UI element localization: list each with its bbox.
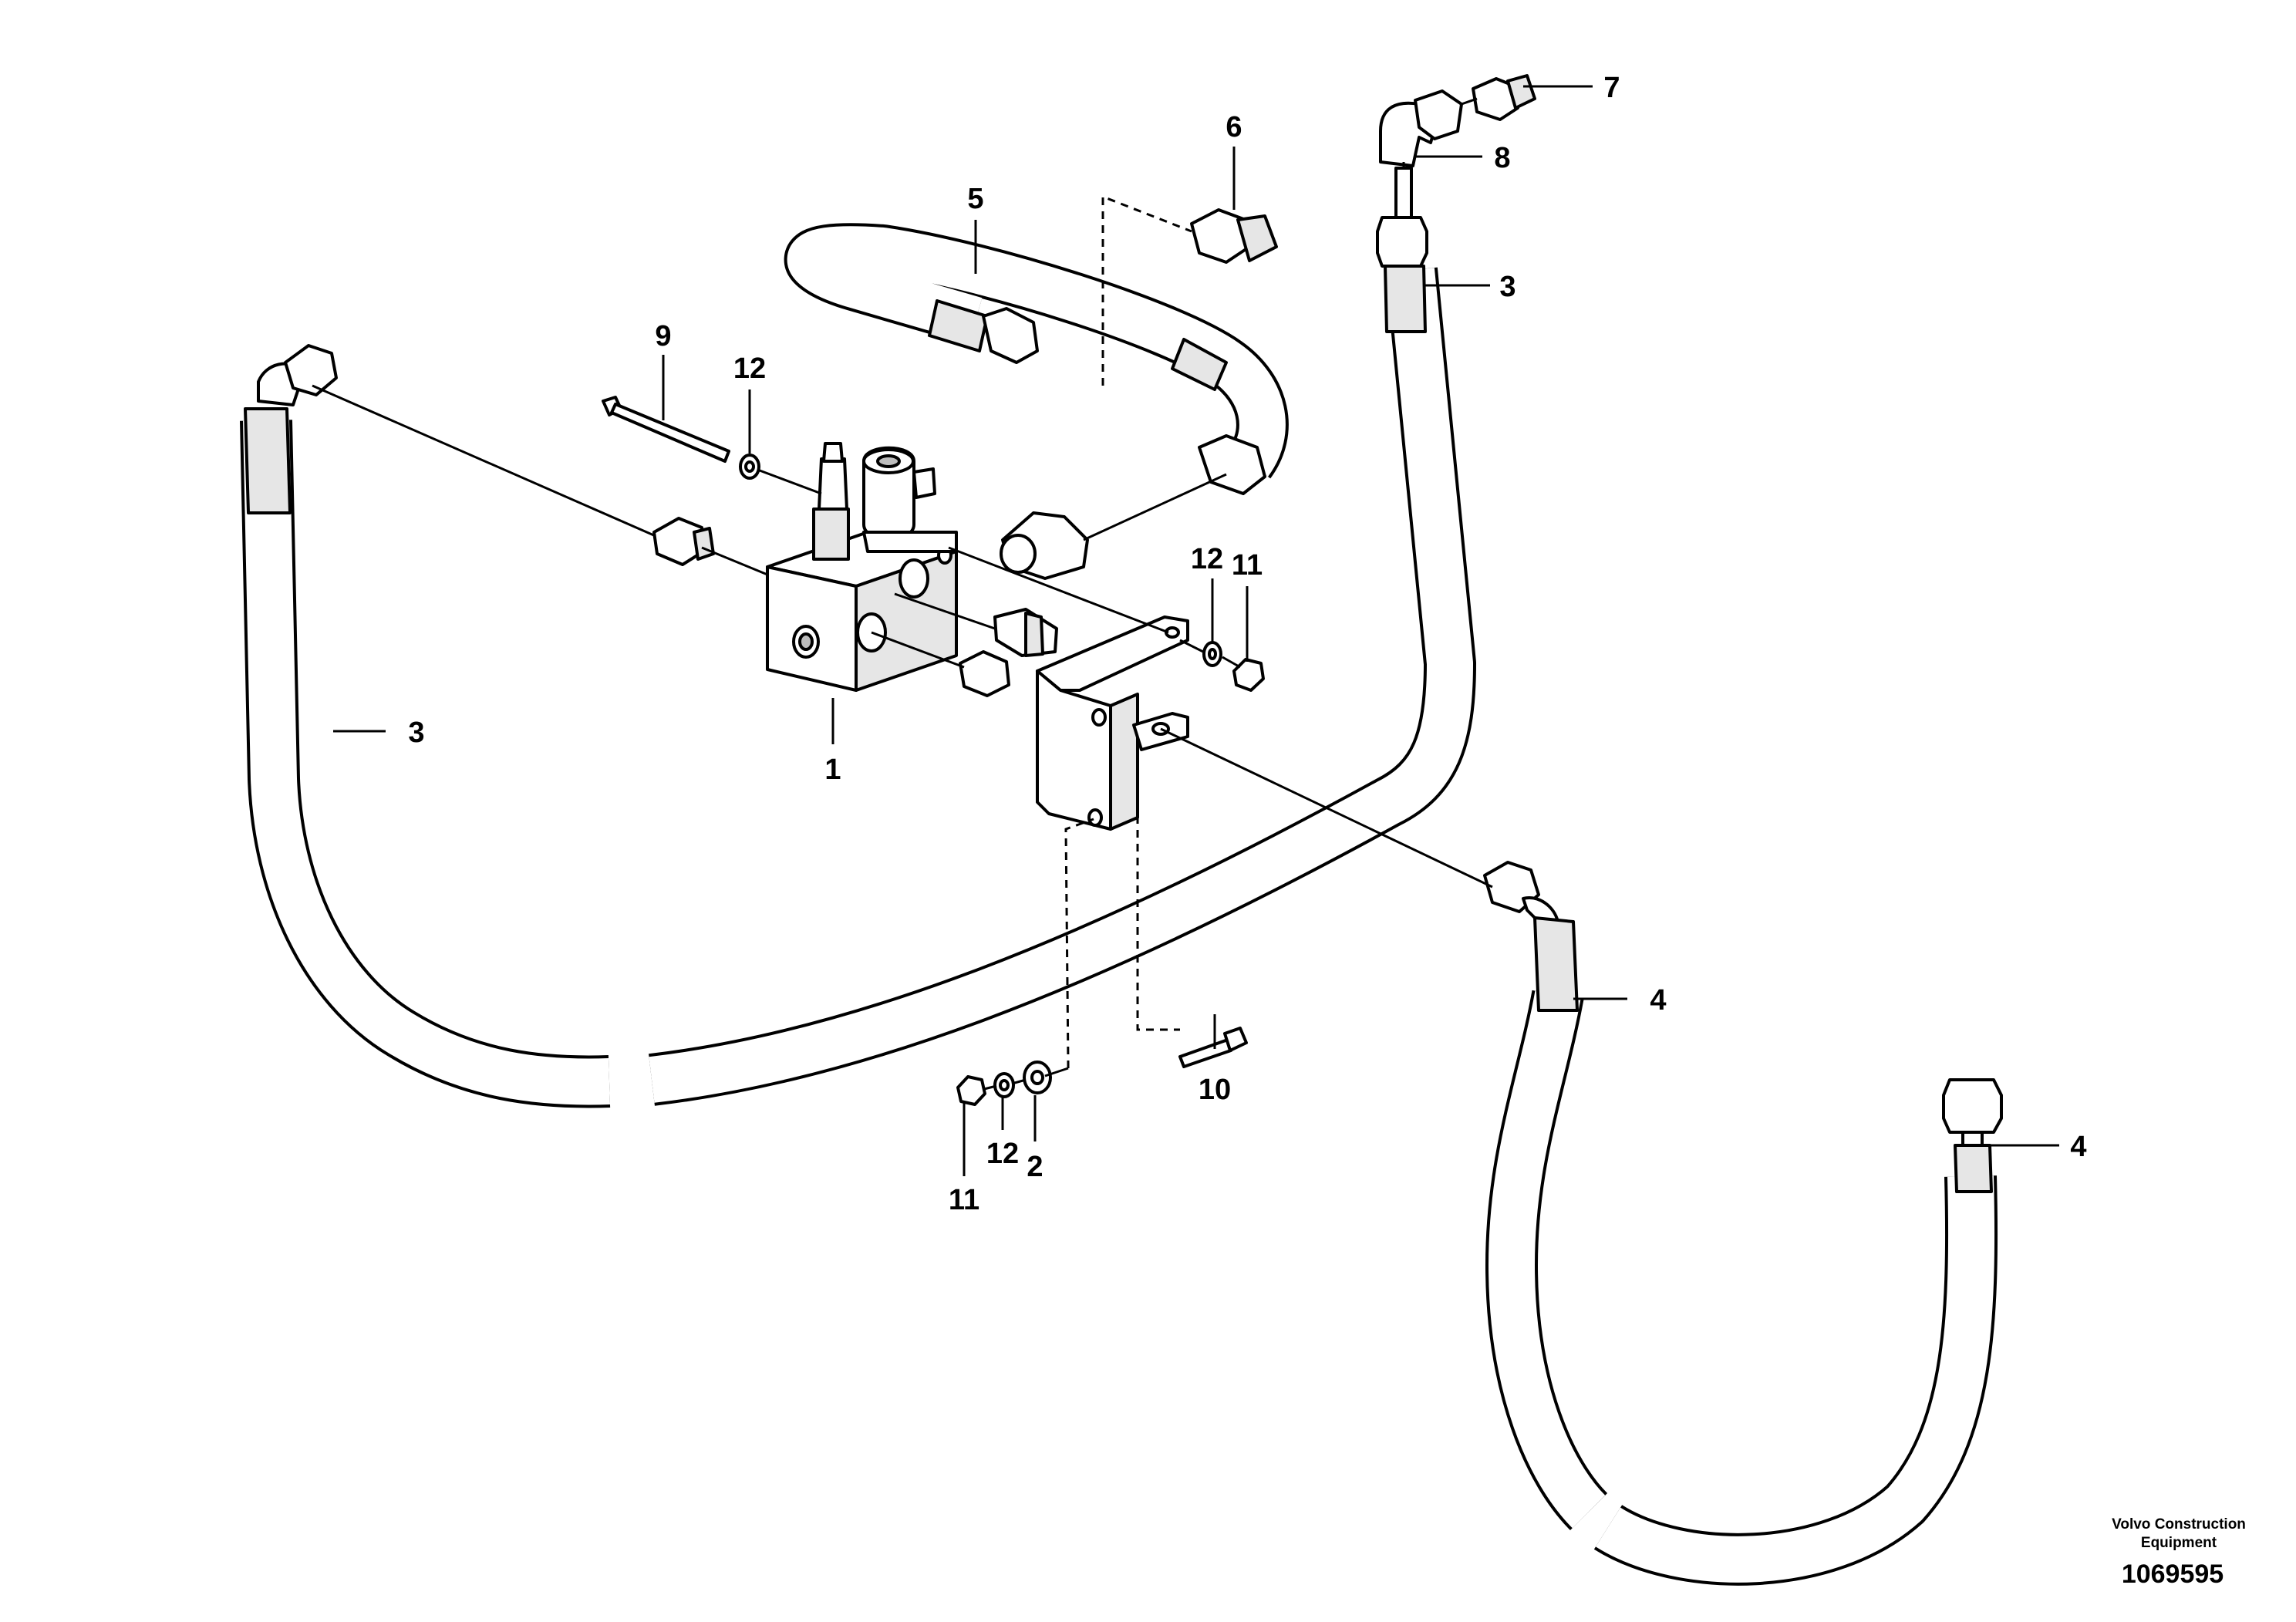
mounting-bracket bbox=[1036, 615, 1189, 831]
leader-lines bbox=[333, 85, 2059, 1176]
hose-4-mid bbox=[1485, 990, 1608, 1531]
hose-3-left bbox=[240, 267, 1476, 1108]
bolt-9 bbox=[602, 396, 730, 463]
hose-4-mid-end-fitting bbox=[1483, 861, 1579, 1012]
washer-12-right bbox=[1202, 641, 1222, 667]
callout-2: 2 bbox=[1027, 1151, 1043, 1183]
bolt-10 bbox=[1178, 1027, 1248, 1068]
callout-3-right: 3 bbox=[1499, 271, 1515, 303]
callout-4-right: 4 bbox=[2070, 1131, 2086, 1163]
callout-11-right: 11 bbox=[1232, 549, 1263, 582]
hose-4-right-end-fitting bbox=[1942, 1078, 2003, 1193]
drawing-number: 1069595 bbox=[2122, 1560, 2224, 1589]
nut-11-right bbox=[1232, 658, 1265, 692]
callout-11-bottom: 11 bbox=[949, 1184, 979, 1216]
hose-5 bbox=[784, 223, 1289, 479]
assembly-lines bbox=[312, 97, 1493, 1091]
hose-3-left-elbow-fitting bbox=[244, 344, 338, 514]
hose-3-right-fittings bbox=[1376, 167, 1428, 333]
callout-12-bottom: 12 bbox=[986, 1138, 1019, 1170]
callout-3-left: 3 bbox=[408, 717, 424, 749]
washer-12-bottom bbox=[993, 1072, 1015, 1098]
hose-5-fittings bbox=[928, 299, 1266, 495]
elbow-fitting-8 bbox=[1379, 89, 1463, 167]
callout-1: 1 bbox=[824, 754, 841, 786]
callout-12-top: 12 bbox=[733, 352, 766, 385]
hose-4-right bbox=[1593, 1175, 1998, 1586]
callout-10: 10 bbox=[1199, 1074, 1231, 1106]
brand-line-2: Equipment bbox=[2141, 1535, 2217, 1551]
nut-11-bottom bbox=[956, 1075, 986, 1106]
callout-7: 7 bbox=[1603, 72, 1620, 104]
callout-12-right: 12 bbox=[1191, 543, 1223, 575]
adapter-fitting-7 bbox=[1472, 74, 1536, 121]
washer-12-top bbox=[739, 454, 760, 480]
valve-fittings bbox=[652, 511, 1089, 697]
fitting-6 bbox=[1190, 208, 1278, 264]
callout-5: 5 bbox=[967, 183, 983, 215]
callout-9: 9 bbox=[655, 320, 671, 352]
washer-2-bottom bbox=[1023, 1061, 1052, 1094]
brand-line-1: Volvo Construction bbox=[2112, 1516, 2246, 1533]
callout-4-mid: 4 bbox=[1650, 984, 1666, 1017]
callout-6: 6 bbox=[1226, 111, 1242, 143]
callout-8: 8 bbox=[1494, 142, 1510, 174]
